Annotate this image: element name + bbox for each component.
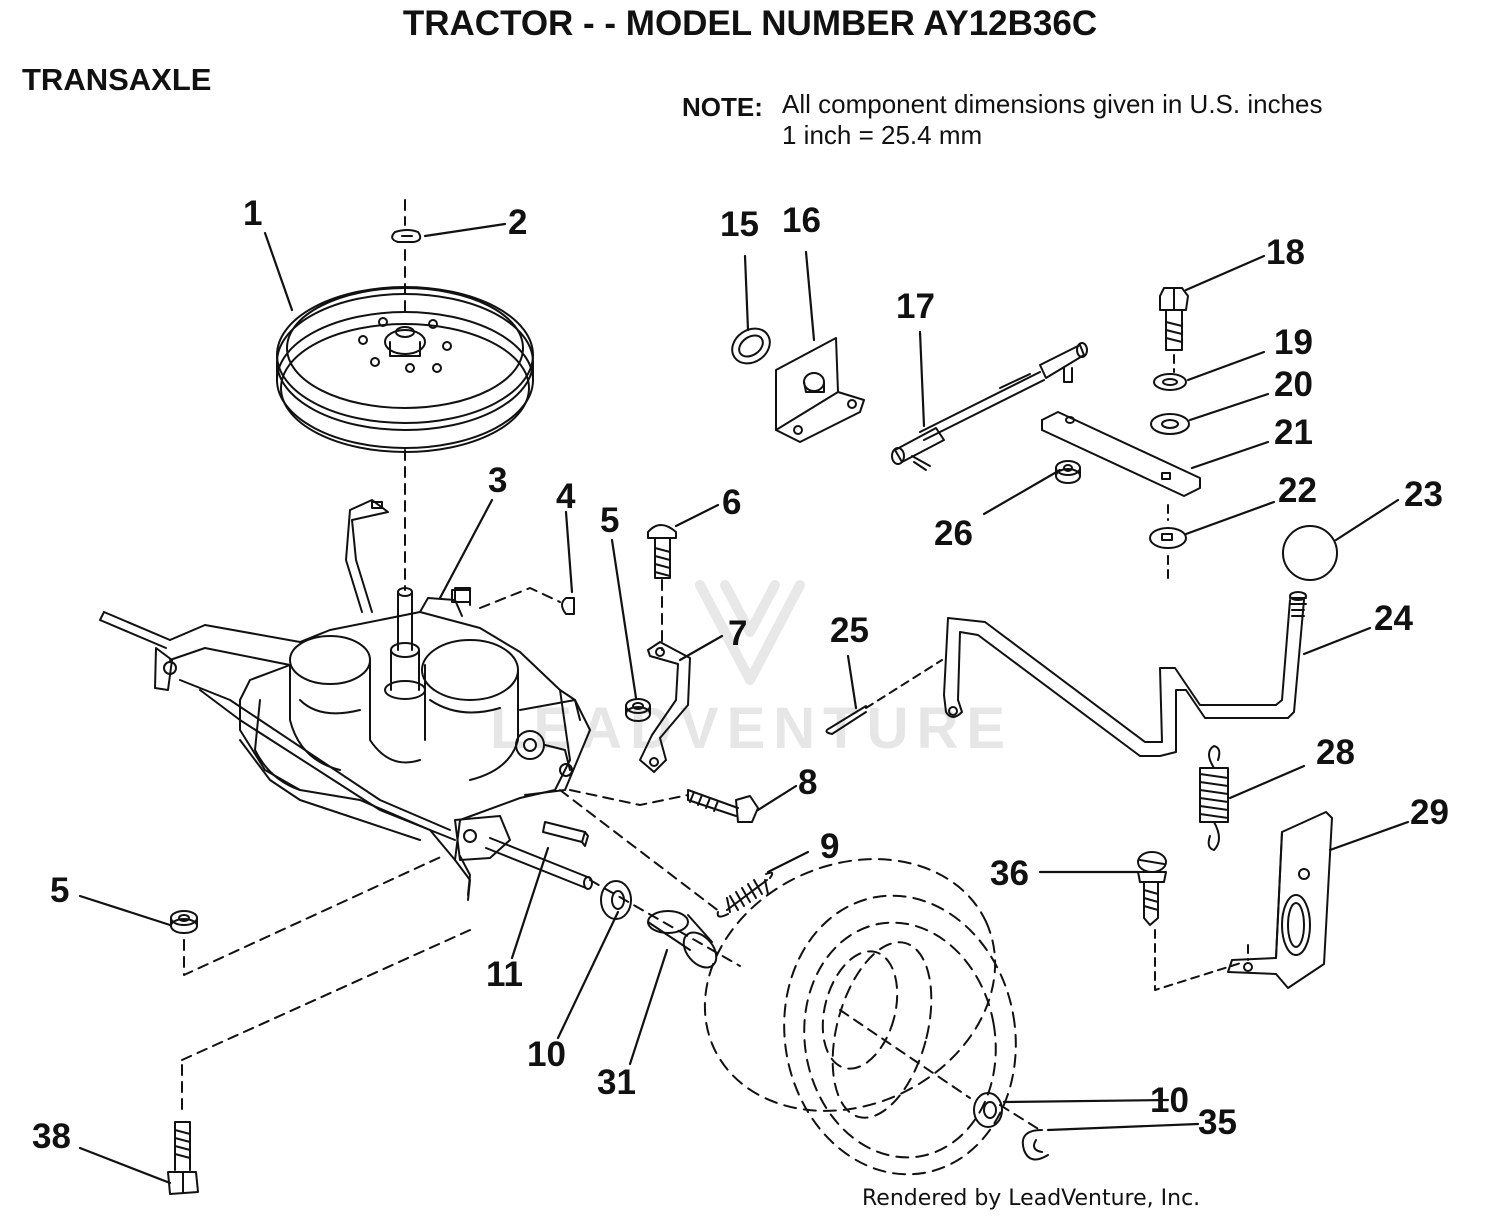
callout-numbers: 1 2 3 4 5 6 7 8 9 10 11 31 10 35 5 38 15… (32, 194, 1449, 1156)
part-2-retaining-clip (391, 229, 422, 243)
callout-23: 23 (1404, 475, 1443, 514)
part-15-washer (731, 327, 771, 365)
callout-5-upper: 5 (600, 501, 619, 540)
callout-5-lower: 5 (50, 871, 69, 910)
wheel-axis-line (839, 1009, 1041, 1131)
callout-9: 9 (820, 827, 839, 866)
part-18-hex-bolt (1159, 287, 1189, 351)
part-6-carriage-bolt (647, 524, 677, 579)
part-35-e-clip (1021, 1129, 1049, 1161)
callout-4: 4 (556, 477, 576, 516)
axle-dash-line (589, 879, 741, 967)
callout-36: 36 (990, 854, 1029, 893)
part-23-shift-knob (1282, 525, 1338, 581)
callout-31: 31 (597, 1063, 636, 1102)
callout-3: 3 (488, 461, 507, 500)
part-19-lock-washer (1153, 373, 1187, 391)
watermark-logo (695, 580, 805, 685)
page-title: TRACTOR - - MODEL NUMBER AY12B36C (402, 4, 1098, 43)
part-24-shift-lever (943, 591, 1307, 757)
callout-6: 6 (722, 483, 741, 522)
part-4-dowel (561, 597, 575, 615)
leader-dash-8 (569, 789, 689, 806)
part-36-screw (1137, 851, 1167, 926)
part-21-link-plate (1041, 411, 1201, 497)
callout-18: 18 (1266, 233, 1305, 272)
callout-15: 15 (720, 205, 759, 244)
part-22-washer (1149, 527, 1187, 549)
part-38-bolt (167, 1121, 199, 1195)
part-8-hex-bolt (687, 789, 759, 823)
part-26-nut (1055, 460, 1081, 484)
callout-20: 20 (1274, 365, 1313, 404)
note-line-2: 1 inch = 25.4 mm (782, 120, 983, 150)
callout-leaders (78, 222, 1410, 1185)
callout-16: 16 (782, 201, 821, 240)
leader-dash-5-lower (183, 854, 446, 976)
callout-28: 28 (1316, 733, 1355, 772)
callout-8: 8 (798, 763, 817, 802)
callout-38: 38 (32, 1117, 71, 1156)
part-5-nut-upper (625, 698, 651, 722)
part-5-nut-lower (170, 910, 198, 934)
leader-dash-9 (559, 789, 721, 913)
note-label: NOTE: (682, 92, 763, 122)
callout-26: 26 (934, 514, 973, 553)
part-7-bracket (639, 641, 691, 773)
callout-10-left: 10 (527, 1035, 566, 1074)
callout-17: 17 (896, 287, 935, 326)
part-16-angle-bracket (775, 337, 865, 443)
part-11-key (542, 821, 589, 847)
callout-35: 35 (1198, 1103, 1237, 1142)
leader-dash-38 (181, 929, 471, 1111)
callout-1: 1 (243, 194, 262, 233)
part-28-spring (1199, 745, 1229, 851)
callout-22: 22 (1278, 471, 1317, 510)
part-17-adjustment-rod (891, 342, 1088, 471)
callout-25: 25 (830, 611, 869, 650)
part-20-flat-washer (1150, 413, 1190, 435)
callout-2: 2 (508, 203, 527, 242)
part-10-washer-right (973, 1092, 1003, 1128)
callout-21: 21 (1274, 413, 1313, 452)
note-line-1: All component dimensions given in U.S. i… (782, 89, 1323, 119)
footer-credit: Rendered by LeadVenture, Inc. (862, 1186, 1201, 1211)
callout-24: 24 (1374, 599, 1413, 638)
callout-7: 7 (728, 614, 747, 653)
callout-19: 19 (1274, 323, 1313, 362)
leader-dash-25 (865, 659, 943, 709)
callout-29: 29 (1410, 793, 1449, 832)
part-9-spring (716, 871, 774, 918)
callout-10-right: 10 (1150, 1081, 1189, 1120)
leader-dash-36 (1154, 929, 1249, 991)
part-31-spacer (647, 910, 718, 969)
wheel-phantom (703, 858, 1017, 1176)
part-29-bracket-plate (1227, 811, 1333, 989)
part-25-cotter-pin (825, 705, 867, 735)
transaxle-housing (99, 499, 593, 901)
section-title: TRANSAXLE (22, 62, 212, 97)
callout-11: 11 (486, 955, 523, 994)
leader-dash-4 (479, 587, 561, 609)
